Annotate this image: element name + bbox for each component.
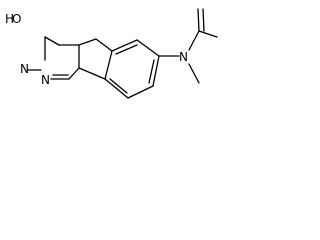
benzene-ring-bonds xyxy=(104,39,160,99)
bond-benz-3 xyxy=(136,39,160,57)
atom-label-ring-n-upper: N xyxy=(20,62,29,76)
atom-label-hydroxyl-o: O xyxy=(12,12,21,26)
bond-carbonyl-methyl xyxy=(198,30,218,38)
five-membered-ring-bonds xyxy=(78,38,113,80)
bond-carbonyl-o-1 xyxy=(197,8,200,32)
bond-c9b-c4a-lower xyxy=(68,67,80,80)
bond-benz-5 xyxy=(127,85,154,99)
bond-n-carbonyl xyxy=(188,30,200,51)
bond-n-methyl xyxy=(188,63,200,84)
bond-benz-4 xyxy=(152,55,160,87)
bond-benz-2-inner xyxy=(115,44,138,55)
chemical-structure-diagram: O H N N N xyxy=(5,8,218,99)
bond-benz-6 xyxy=(104,78,129,99)
atom-label-ring-n-lower: N xyxy=(41,73,50,87)
left-ring-bonds xyxy=(27,36,80,80)
bond-benz-1 xyxy=(104,50,113,80)
bond-carbonyl-o-2 xyxy=(202,8,205,32)
bond-benz-2 xyxy=(111,39,138,52)
acetamide-bonds xyxy=(158,8,218,84)
bond-benz-6-inner xyxy=(109,78,128,94)
bond-c4-ch2 xyxy=(44,36,60,46)
bond-ch2-top-c5a xyxy=(95,38,113,52)
atom-label-amide-n: N xyxy=(179,50,188,64)
bond-benz-4-inner xyxy=(148,59,155,84)
atom-label-hydroxyl-h: H xyxy=(5,12,14,26)
bond-c4a-ch2-top xyxy=(78,38,97,46)
bond-c9a-c9b xyxy=(78,67,106,80)
